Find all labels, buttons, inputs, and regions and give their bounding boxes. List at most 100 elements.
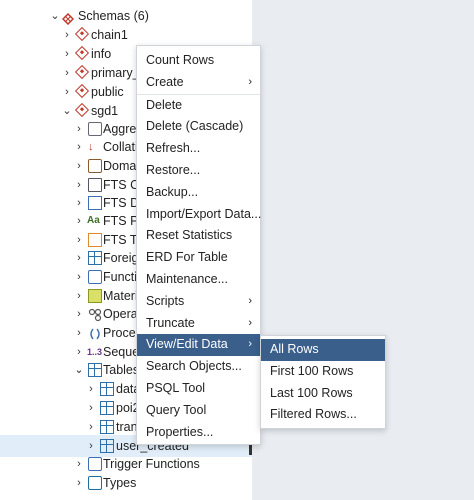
- tree-item-trigger-functions[interactable]: › Trigger Functions: [0, 453, 252, 475]
- chevron-right-icon[interactable]: ›: [65, 86, 69, 98]
- chevron-right-icon[interactable]: ›: [77, 458, 81, 470]
- menu-item-psql-tool[interactable]: PSQL Tool: [137, 378, 260, 400]
- tree-item-materialized-views[interactable]: › Materia: [0, 285, 252, 307]
- menu-item-label: Count Rows: [146, 53, 215, 67]
- tree-item-domains[interactable]: › Domain: [0, 155, 252, 177]
- chevron-right-icon[interactable]: ›: [77, 252, 81, 264]
- schema-icon: [74, 102, 90, 118]
- chevron-right-icon[interactable]: ›: [65, 48, 69, 60]
- tree-item-fts-parsers[interactable]: › Aa FTS Pa: [0, 210, 252, 232]
- tree-item-schema[interactable]: › primary_p: [0, 62, 252, 84]
- chevron-down-icon[interactable]: ⌄: [50, 10, 60, 22]
- tree-item-schema[interactable]: › info: [0, 43, 252, 65]
- chevron-down-icon[interactable]: ⌄: [62, 105, 72, 117]
- tree-item-types[interactable]: › Types: [0, 472, 252, 494]
- submenu-item-all-rows[interactable]: All Rows: [261, 339, 385, 361]
- foreign-table-icon: [88, 251, 102, 265]
- menu-item-delete[interactable]: Delete: [137, 95, 260, 117]
- tree-item-foreign-tables[interactable]: › Foreign: [0, 247, 252, 269]
- menu-item-search-objects[interactable]: Search Objects...: [137, 356, 260, 378]
- submenu-item-filtered-rows[interactable]: Filtered Rows...: [261, 404, 385, 426]
- menu-item-restore[interactable]: Restore...: [137, 160, 260, 182]
- chevron-right-icon[interactable]: ›: [77, 271, 81, 283]
- menu-item-count-rows[interactable]: Count Rows: [137, 50, 260, 72]
- tree-item-procedures[interactable]: › Proced: [0, 322, 252, 344]
- menu-item-refresh[interactable]: Refresh...: [137, 138, 260, 160]
- menu-item-backup[interactable]: Backup...: [137, 182, 260, 204]
- chevron-right-icon[interactable]: ›: [77, 141, 81, 153]
- chevron-right-icon: ›: [248, 316, 252, 329]
- chevron-right-icon[interactable]: ›: [77, 477, 81, 489]
- tree-item-functions[interactable]: › Functio: [0, 266, 252, 288]
- menu-separator: [137, 94, 260, 95]
- tree-item-schema-sgd1[interactable]: ⌄ sgd1: [0, 100, 252, 122]
- menu-item-view-edit-data[interactable]: View/Edit Data ›: [137, 334, 260, 357]
- chevron-right-icon[interactable]: ›: [77, 308, 81, 320]
- menu-item-label: Delete: [146, 97, 183, 112]
- tree-item-tables[interactable]: ⌄ Tables: [0, 359, 252, 381]
- menu-item-label: View/Edit Data: [146, 337, 228, 352]
- menu-item-erd-for-table[interactable]: ERD For Table: [137, 247, 260, 269]
- chevron-right-icon: ›: [248, 338, 252, 351]
- schema-icon: [74, 83, 90, 99]
- menu-item-label: Search Objects...: [146, 359, 242, 374]
- tree-item-label: FTS Co: [103, 178, 147, 192]
- tree-item-schemas[interactable]: ⌄ Schemas (6): [0, 5, 252, 27]
- chevron-right-icon[interactable]: ›: [65, 29, 69, 41]
- tree-item-label: sgd1: [91, 104, 119, 118]
- tables-icon: [88, 363, 102, 377]
- chevron-right-icon[interactable]: ›: [77, 123, 81, 135]
- menu-item-delete-cascade[interactable]: Delete (Cascade): [137, 116, 260, 138]
- menu-item-scripts[interactable]: Scripts›: [137, 291, 260, 313]
- chevron-right-icon[interactable]: ›: [89, 383, 93, 395]
- table-icon: [100, 439, 114, 453]
- chevron-right-icon[interactable]: ›: [89, 421, 93, 433]
- tree-item-table[interactable]: › data: [0, 378, 252, 400]
- table-icon: [100, 401, 114, 415]
- tree-item-label: Domain: [103, 159, 147, 173]
- fts-config-icon: [88, 178, 102, 192]
- submenu-item-label: Last 100 Rows: [270, 385, 353, 400]
- tree-item-label: FTS Pa: [103, 214, 146, 228]
- menu-item-import-export[interactable]: Import/Export Data...: [137, 204, 261, 226]
- collation-icon: ↓: [88, 141, 94, 153]
- submenu-item-first-100-rows[interactable]: First 100 Rows: [261, 361, 385, 383]
- menu-item-properties[interactable]: Properties...: [137, 422, 260, 444]
- chevron-right-icon[interactable]: ›: [89, 440, 93, 452]
- chevron-right-icon[interactable]: ›: [77, 160, 81, 172]
- menu-item-create[interactable]: Create›: [137, 72, 260, 94]
- chevron-right-icon[interactable]: ›: [77, 327, 81, 339]
- menu-item-maintenance[interactable]: Maintenance...: [137, 269, 260, 291]
- procedure-icon: [88, 326, 102, 340]
- tree-item-schema[interactable]: › public: [0, 81, 252, 103]
- chevron-right-icon[interactable]: ›: [77, 290, 81, 302]
- menu-item-label: Query Tool: [146, 402, 207, 417]
- tree-item-fts-templates[interactable]: › FTS Te: [0, 229, 252, 251]
- chevron-right-icon[interactable]: ›: [77, 197, 81, 209]
- tree-item-table[interactable]: › poi2: [0, 397, 252, 419]
- menu-item-reset-statistics[interactable]: Reset Statistics: [137, 225, 260, 247]
- tree-item-label: public: [91, 85, 124, 99]
- submenu-item-label: Filtered Rows...: [270, 407, 357, 422]
- chevron-right-icon[interactable]: ›: [77, 234, 81, 246]
- tree-item-schema[interactable]: › chain1: [0, 24, 252, 46]
- menu-item-truncate[interactable]: Truncate›: [137, 313, 260, 335]
- chevron-right-icon[interactable]: ›: [65, 67, 69, 79]
- schemas-icon: [61, 10, 75, 26]
- menu-item-label: Restore...: [146, 163, 201, 177]
- menu-item-query-tool[interactable]: Query Tool: [137, 400, 260, 422]
- tree-item-label: Types: [103, 476, 137, 490]
- tree-item-collations[interactable]: › ↓ Collatio: [0, 136, 252, 158]
- chevron-right-icon[interactable]: ›: [77, 215, 81, 227]
- menu-item-label: Reset Statistics: [146, 228, 233, 243]
- chevron-down-icon[interactable]: ⌄: [74, 364, 84, 376]
- submenu-item-last-100-rows[interactable]: Last 100 Rows: [261, 383, 385, 405]
- tree-item-fts-configurations[interactable]: › FTS Co: [0, 174, 252, 196]
- chevron-right-icon[interactable]: ›: [77, 179, 81, 191]
- tree-item-aggregates[interactable]: › Aggreg: [0, 118, 252, 140]
- submenu-item-label: First 100 Rows: [270, 363, 354, 378]
- chevron-right-icon[interactable]: ›: [89, 402, 93, 414]
- tree-item-sequences[interactable]: › 1..3 Sequer: [0, 341, 252, 363]
- chevron-right-icon[interactable]: ›: [77, 346, 81, 358]
- schema-icon: [74, 64, 90, 80]
